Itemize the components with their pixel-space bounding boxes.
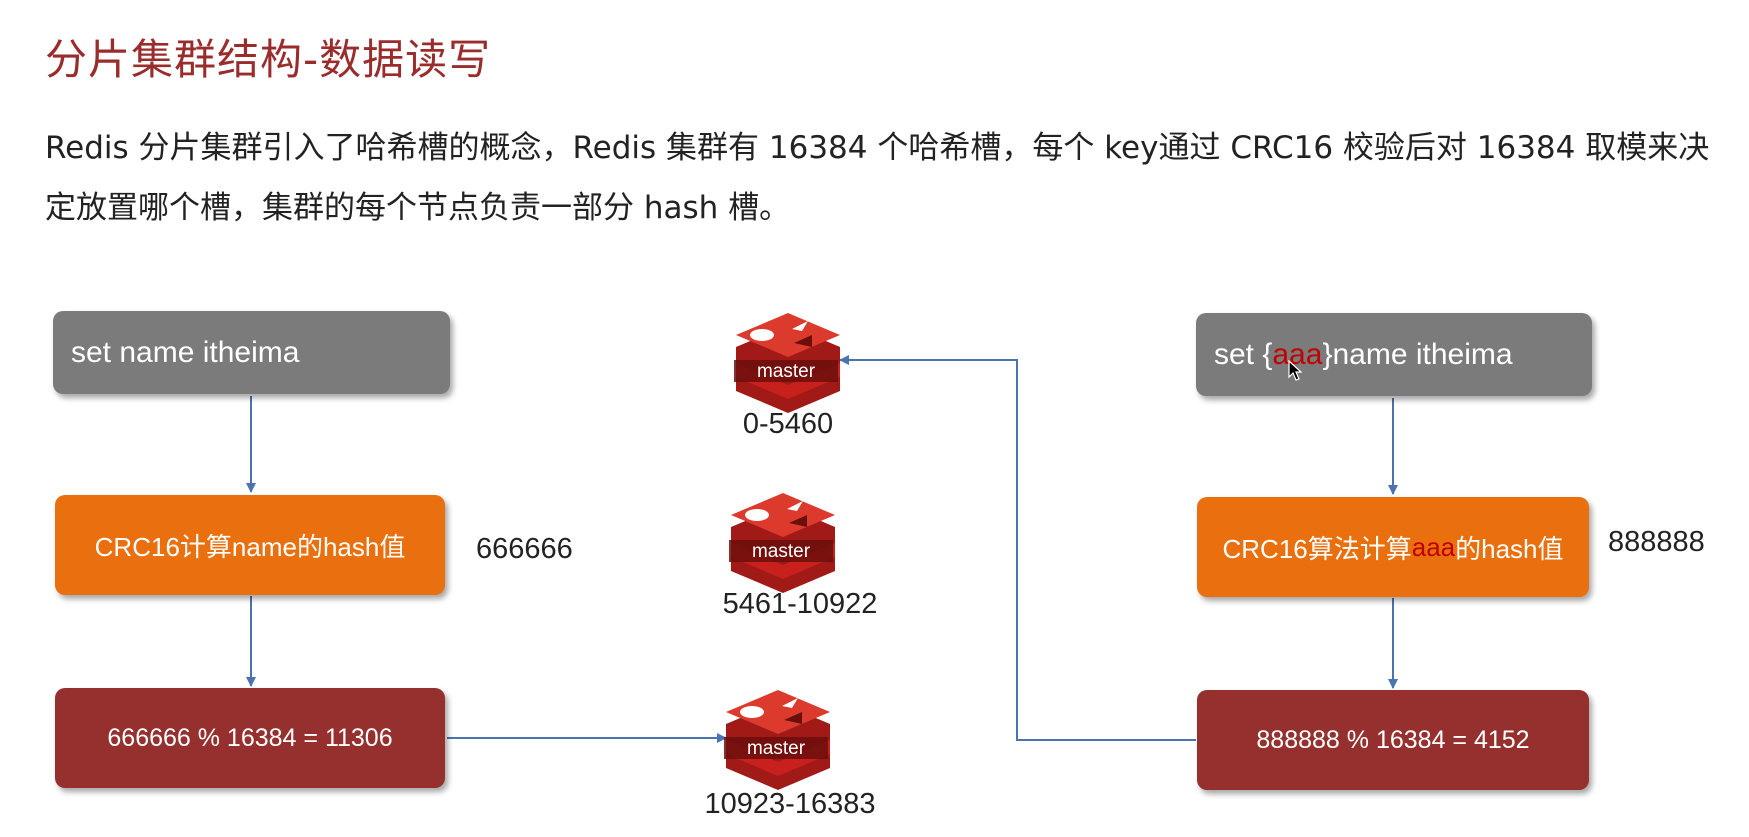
mouse-cursor-icon [1288,360,1303,381]
node-3-slots: 10923-16383 [704,788,876,820]
node-label: master [747,738,806,759]
right-mod-text: 888888 % 16384 = 4152 [1256,725,1530,754]
right-command-key: aaa [1272,337,1323,371]
node-label: master [757,361,816,382]
right-command-suffix: }name itheima [1322,337,1513,371]
redis-master-node-3: master [724,690,830,790]
redis-master-node-2: master [729,493,835,593]
left-hash-step-text: CRC16计算name的hash值 [94,531,406,562]
left-mod-box: 666666 % 16384 = 11306 [55,688,445,788]
left-hash-value: 666666 [476,533,573,565]
node-1-slots: 0-5460 [742,408,834,440]
node-label: master [752,541,811,562]
right-command-prefix: set { [1214,337,1273,371]
right-hash-step-prefix: CRC16算法计算 [1222,533,1412,564]
right-hash-step-suffix: 的hash值 [1455,533,1564,564]
arrow-right-to-node1 [839,355,1196,741]
right-command-box: set {aaa}name itheima [1196,313,1592,396]
right-hash-step-key: aaa [1411,531,1456,562]
left-command-box: set name itheima [53,311,450,394]
node-2-slots: 5461-10922 [722,588,878,620]
page-title: 分片集群结构-数据读写 [45,35,492,84]
left-command-text: set name itheima [71,335,300,369]
right-mod-box: 888888 % 16384 = 4152 [1197,690,1589,790]
description-text: Redis 分片集群引入了哈希槽的概念，Redis 集群有 16384 个哈希槽… [45,130,1710,226]
left-hash-step-box: CRC16计算name的hash值 [55,495,445,595]
redis-master-node-1: master [734,313,840,413]
left-mod-text: 666666 % 16384 = 11306 [107,723,393,752]
right-hash-value: 888888 [1608,526,1705,558]
